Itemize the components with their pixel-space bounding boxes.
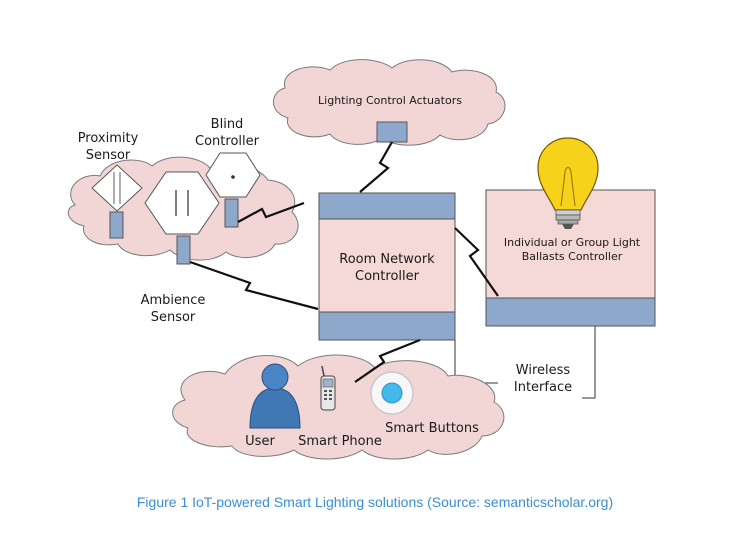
room-controller-bottom-band (318, 311, 456, 341)
label-wireless-interface: Wireless Interface (513, 363, 573, 395)
actuator-sensor-block (376, 121, 408, 143)
link-devices-bolt (354, 338, 421, 383)
link-actuators-bolt (359, 141, 393, 193)
user-icon (249, 363, 301, 429)
label-blind-controller: Blind Controller (195, 117, 259, 149)
link-ambience-bolt (189, 260, 319, 311)
figure-caption: Figure 1 IoT-powered Smart Lighting solu… (136, 494, 614, 510)
blind-controller-icon (205, 152, 261, 198)
ambience-sensor-block (176, 235, 191, 265)
label-smart-buttons: Smart Buttons (385, 421, 479, 436)
proximity-sensor-icon (91, 164, 143, 212)
label-proximity-sensor: Proximity Sensor (77, 131, 139, 163)
room-controller-top-band (318, 192, 456, 220)
link-blind-bolt (237, 201, 305, 223)
proximity-sensor-block (109, 211, 124, 239)
label-lighting-actuators: Lighting Control Actuators (318, 94, 462, 107)
label-user: User (245, 434, 275, 449)
room-controller-body (318, 218, 456, 313)
ballasts-controller-band (485, 297, 656, 327)
label-smart-phone: Smart Phone (298, 434, 382, 449)
ambience-sensor-icon (144, 171, 220, 235)
light-bulb-icon (537, 137, 599, 229)
label-ballasts-controller: Individual or Group Light Ballasts Contr… (503, 236, 641, 263)
devices-cloud (172, 354, 505, 460)
smart-phone-icon (320, 365, 336, 411)
label-ambience-sensor: Ambience Sensor (140, 293, 206, 325)
link-ballast-bolt (454, 227, 499, 297)
wireless-interface-line-right (582, 326, 596, 399)
label-room-network-controller: Room Network Controller (339, 252, 435, 284)
blind-controller-block (224, 198, 239, 228)
actuators-cloud (272, 59, 506, 146)
smart-button-icon (370, 371, 414, 415)
